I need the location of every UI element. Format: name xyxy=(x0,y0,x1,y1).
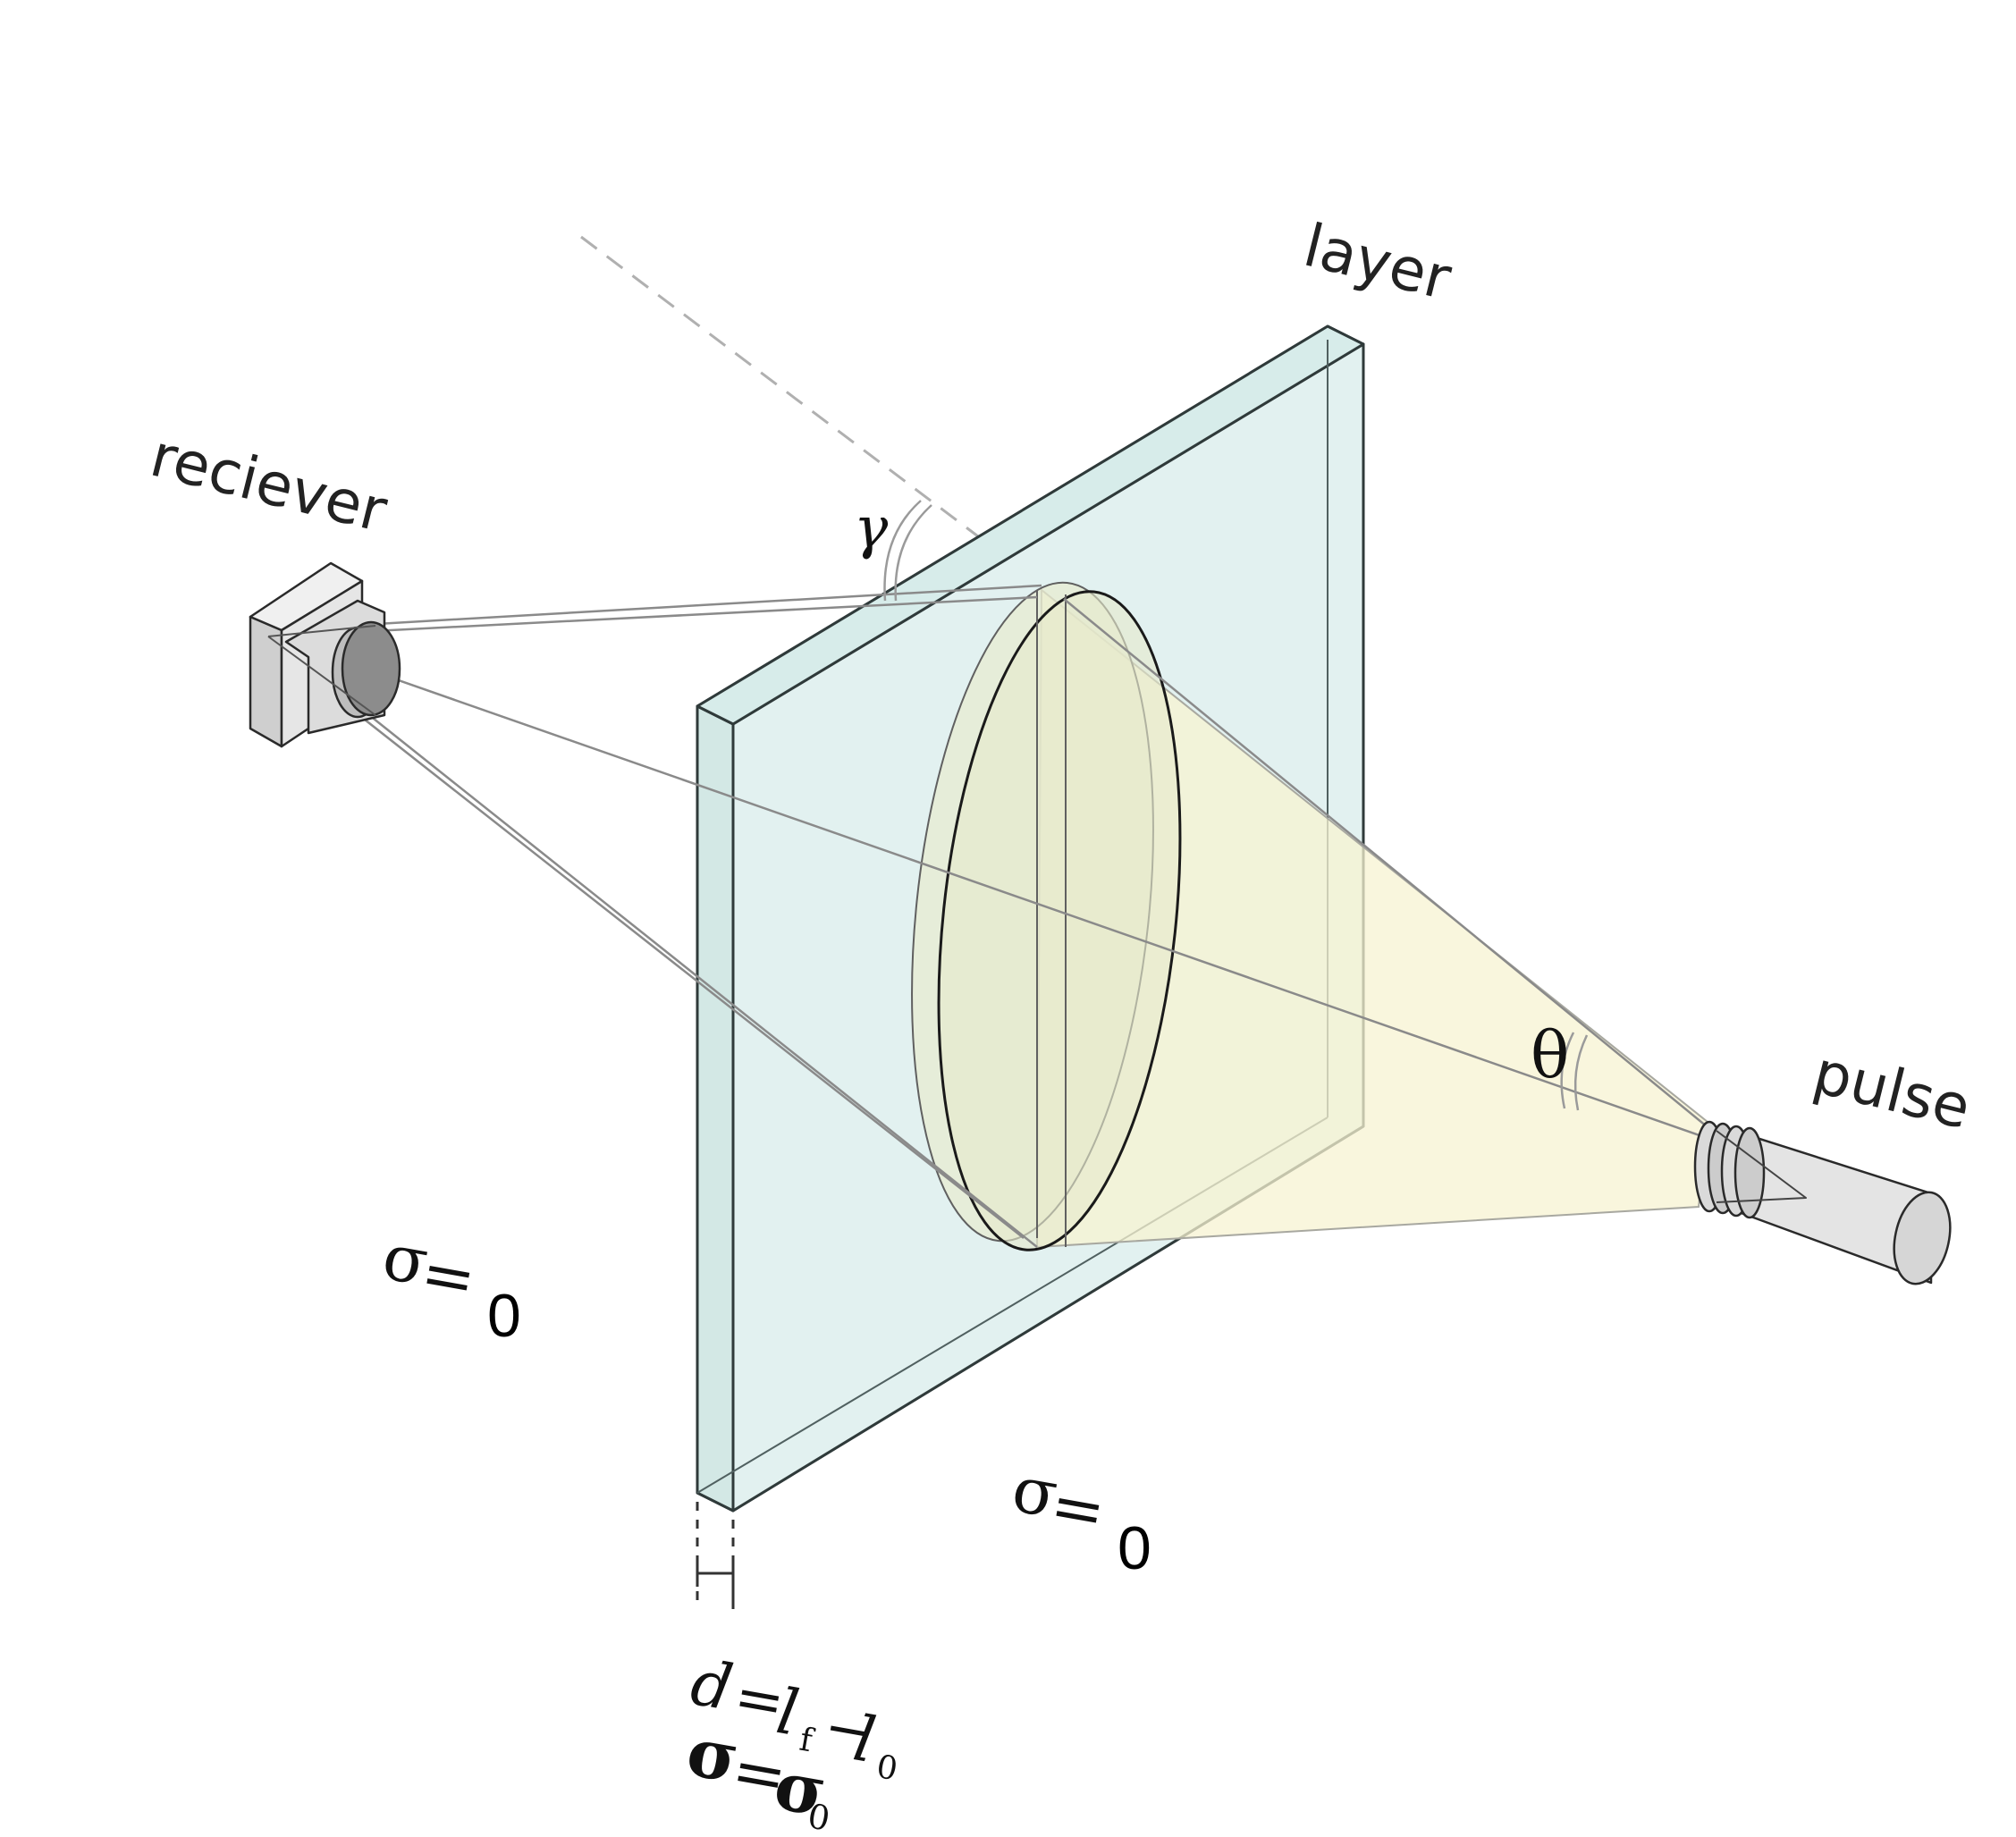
thickness-d: d xyxy=(686,1646,738,1725)
ellipse-front xyxy=(937,590,1182,1251)
layer-top-face xyxy=(696,324,1365,726)
pulse-ring-4 xyxy=(1733,1126,1766,1219)
ray-receiver-bottom-1 xyxy=(267,634,1038,1248)
label-pulse: pulse xyxy=(1807,1038,1977,1143)
pulse-emitter xyxy=(1693,1120,1952,1285)
thickness-minus: − xyxy=(819,1693,878,1766)
sigma-bottom-eq: = xyxy=(1045,1467,1111,1550)
contact-ellipse xyxy=(911,581,1182,1251)
receiver-cone-lines xyxy=(267,625,376,716)
label-theta: θ xyxy=(1531,1017,1569,1092)
dashed-normal-line xyxy=(580,235,1074,610)
thickness-marker xyxy=(696,1502,735,1609)
sigma-left-annotation: σ = xyxy=(377,1218,482,1318)
thickness-l0-sub: 0 xyxy=(873,1749,900,1788)
gamma-arc xyxy=(883,500,932,602)
label-receiver: reciever xyxy=(144,421,394,546)
rays xyxy=(267,584,1932,1248)
sigma-layer-equation: σ = σ 0 xyxy=(681,1711,833,1837)
ray-receiver-top-1 xyxy=(267,584,1042,632)
thickness-eq: = xyxy=(730,1662,790,1738)
sigma-bottom-value: 0 xyxy=(1118,1514,1151,1582)
pulse-cone-lines xyxy=(1716,1130,1807,1203)
theta-arc xyxy=(1560,1032,1589,1111)
label-gamma: γ xyxy=(854,495,889,561)
label-layer: layer xyxy=(1297,211,1458,314)
ray-receiver-bottom-2 xyxy=(267,643,1025,1239)
layer-side-face xyxy=(696,704,735,1513)
sigma-layer-eq: = xyxy=(727,1732,793,1815)
receiver-device xyxy=(249,561,401,748)
ray-receiver-top-2 xyxy=(267,595,1038,638)
receiver-lens xyxy=(341,620,401,717)
sigma-left-eq: = xyxy=(416,1234,482,1318)
ray-receiver-mid xyxy=(267,633,1713,1142)
pulse-rear-cap xyxy=(1893,1191,1952,1285)
sigma-bottom-annotation: σ = xyxy=(1007,1451,1111,1550)
sigma-left-value: 0 xyxy=(487,1282,521,1350)
ray-gamma-reflect xyxy=(1063,598,1713,1132)
